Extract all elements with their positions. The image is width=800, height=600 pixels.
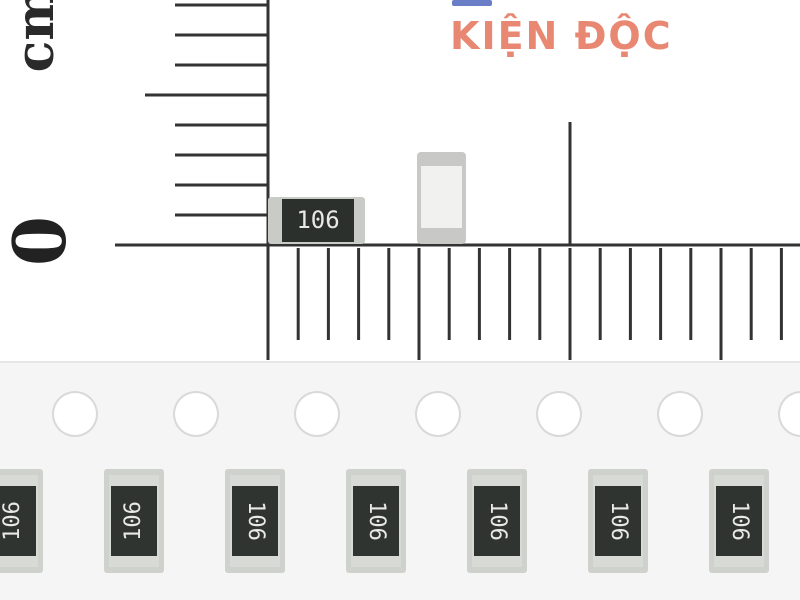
tape-chip-marking: 106: [243, 501, 268, 541]
sprocket-hole: [659, 393, 701, 435]
watermark-logo-bar: [452, 0, 492, 6]
horizontal-ruler-scale: [115, 122, 800, 360]
sprocket-hole: [54, 393, 96, 435]
tape-chip-body: [111, 486, 157, 556]
sprocket-holes: [52, 391, 800, 437]
tape-chip-marking: 106: [0, 501, 25, 541]
loose-chip-marking: 106: [296, 206, 340, 234]
tape-chip-marking: 106: [364, 501, 389, 541]
sprocket-hole: [175, 393, 217, 435]
tape-chips: [0, 469, 769, 573]
tape-chip-marking: 106: [121, 501, 146, 541]
tape-chip-body: [232, 486, 278, 556]
sprocket-hole: [296, 393, 338, 435]
vertical-ruler-scale: [145, 0, 270, 360]
tape-chip-marking: 106: [727, 501, 752, 541]
loose-white-chip: [417, 152, 466, 244]
tape-chip-body: [595, 486, 641, 556]
watermark-logo: KIỆN ĐỘC: [450, 14, 673, 58]
tape-chip-body: [474, 486, 520, 556]
tape-chip-body: [0, 486, 36, 556]
tape-chip-body: [716, 486, 762, 556]
sprocket-hole: [780, 393, 800, 435]
tape-chip-body: [353, 486, 399, 556]
tape-chip-marking: 106: [606, 501, 631, 541]
tape-chip-marking: 106: [485, 501, 510, 541]
sprocket-hole: [538, 393, 580, 435]
sprocket-hole: [417, 393, 459, 435]
loose-resistor-chip: [268, 197, 365, 244]
